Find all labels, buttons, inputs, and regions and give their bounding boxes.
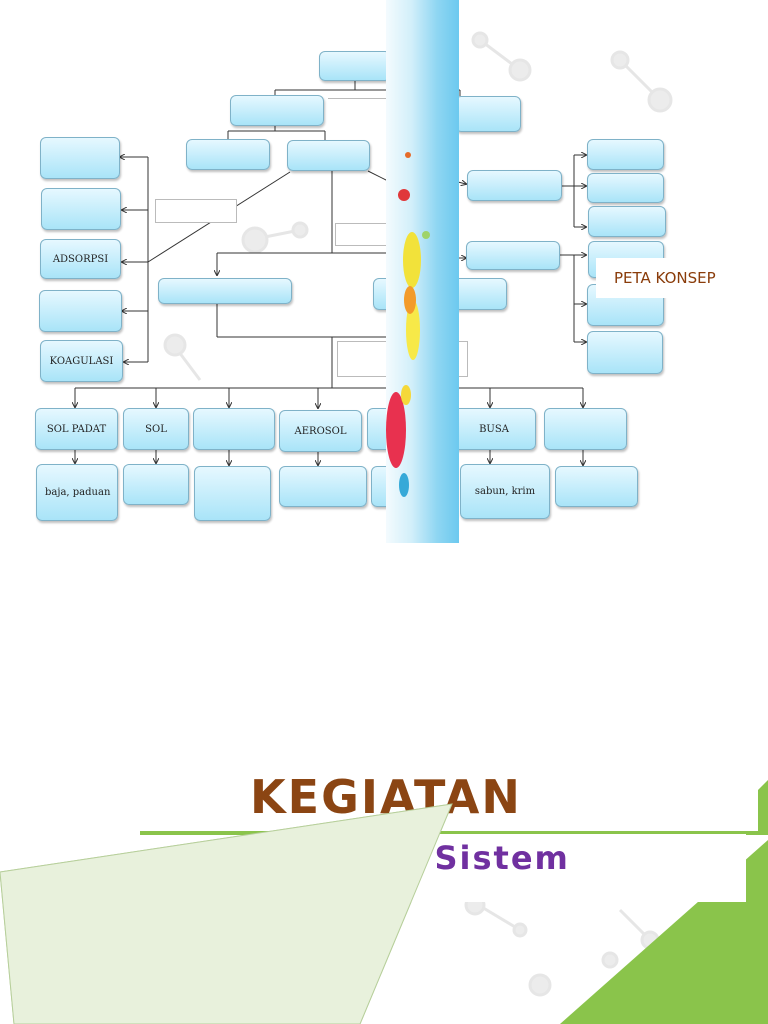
busa-label: BUSA xyxy=(479,423,509,435)
adsorpsi-label: ADSORPSI xyxy=(52,253,109,265)
concept-node-aerosol: AEROSOL xyxy=(279,410,362,452)
concept-node xyxy=(587,139,664,170)
concept-node-baja: baja, paduan xyxy=(36,464,118,521)
concept-node-adsorpsi: ADSORPSI xyxy=(40,239,121,279)
concept-node-busa: BUSA xyxy=(452,408,536,450)
concept-node xyxy=(158,278,292,304)
sol-padat-label: SOL PADAT xyxy=(46,423,107,435)
concept-node xyxy=(555,466,638,507)
concept-node xyxy=(40,137,120,179)
blank-label-box xyxy=(155,199,237,223)
baja-paduan-label: baja, paduan xyxy=(45,487,111,498)
concept-node xyxy=(194,466,271,521)
concept-node xyxy=(287,140,370,171)
blank-label-box xyxy=(328,98,386,100)
concept-node xyxy=(186,139,270,170)
concept-node-root xyxy=(319,51,391,81)
decorative-photo-strip xyxy=(386,0,459,543)
sabun-krim-label: sabun, krim xyxy=(474,486,536,497)
concept-node xyxy=(587,331,663,374)
concept-node xyxy=(455,96,521,132)
aerosol-label: AEROSOL xyxy=(294,425,347,437)
concept-node xyxy=(544,408,627,450)
peta-konsep-label: PETA KONSEP xyxy=(596,258,756,298)
koagulasi-label: KOAGULASI xyxy=(49,355,114,367)
title-underline xyxy=(140,831,768,835)
concept-node xyxy=(193,408,275,450)
concept-node xyxy=(279,466,367,507)
concept-node xyxy=(587,173,664,203)
concept-node-sol: SOL xyxy=(123,408,189,450)
fruit-splash-image xyxy=(386,152,430,497)
sol-label: SOL xyxy=(145,423,167,435)
concept-node xyxy=(123,464,189,505)
concept-node-sabun: sabun, krim xyxy=(460,464,550,519)
concept-node-sol-padat: SOL PADAT xyxy=(35,408,118,450)
concept-node-koagulasi: KOAGULASI xyxy=(40,340,123,382)
concept-node xyxy=(41,188,121,230)
pale-green-panel xyxy=(0,803,453,1024)
blank-label-box xyxy=(335,223,387,246)
concept-node xyxy=(39,290,122,332)
concept-node xyxy=(230,95,324,126)
concept-node xyxy=(588,206,666,237)
concept-map-slide: ADSORPSI KOAGULASI SOL PADAT SOL AEROSOL… xyxy=(0,0,768,545)
concept-node xyxy=(467,170,562,201)
concept-node xyxy=(466,241,560,270)
concept-map-connectors xyxy=(0,80,768,545)
